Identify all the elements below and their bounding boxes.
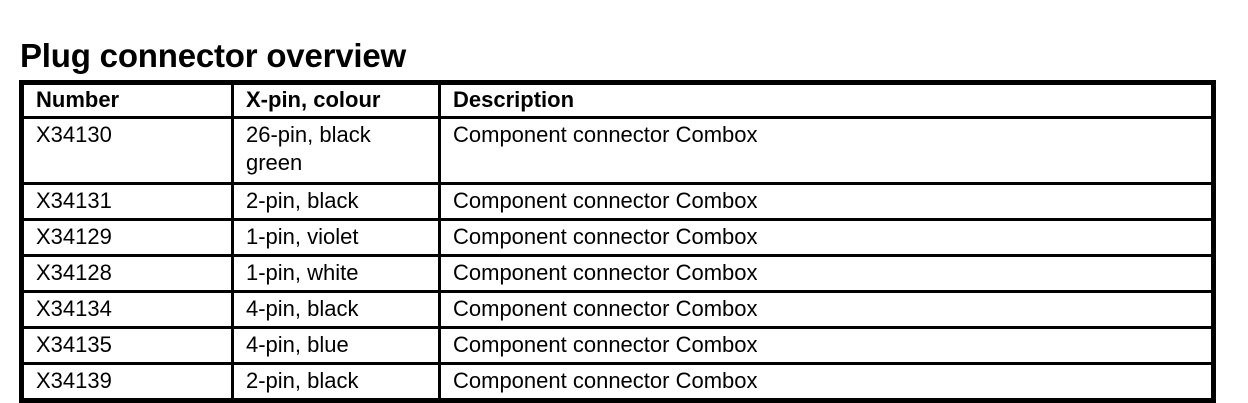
cell-description: Component connector Combox <box>438 218 1215 257</box>
cell-pin_colour: 26-pin, black green <box>231 116 441 185</box>
cell-pin_colour: 4-pin, black <box>231 290 441 329</box>
cell-number: X34130 <box>20 116 234 185</box>
page-title: Plug connector overview <box>20 37 407 75</box>
cell-description: Component connector Combox <box>438 362 1215 402</box>
cell-number: X34134 <box>20 290 234 329</box>
cell-pin_colour: 2-pin, black <box>231 182 441 221</box>
cell-number: X34129 <box>20 218 234 257</box>
cell-number: X34128 <box>20 254 234 293</box>
column-header-description: Description <box>438 81 1215 119</box>
column-header-pin-colour: X-pin, colour <box>231 81 441 119</box>
table-header-row: Number X-pin, colour Description <box>20 81 1215 119</box>
cell-description: Component connector Combox <box>438 290 1215 329</box>
cell-pin_colour: 2-pin, black <box>231 362 441 402</box>
cell-description: Component connector Combox <box>438 326 1215 365</box>
cell-number: X34139 <box>20 362 234 402</box>
cell-pin_colour: 4-pin, blue <box>231 326 441 365</box>
cell-description: Component connector Combox <box>438 116 1215 185</box>
table-header: Number X-pin, colour Description <box>20 81 1215 119</box>
cell-number: X34131 <box>20 182 234 221</box>
cell-number: X34135 <box>20 326 234 365</box>
cell-pin_colour: 1-pin, violet <box>231 218 441 257</box>
cell-description: Component connector Combox <box>438 254 1215 293</box>
cell-pin_colour: 1-pin, white <box>231 254 441 293</box>
cell-description: Component connector Combox <box>438 182 1215 221</box>
column-header-number: Number <box>20 81 234 119</box>
